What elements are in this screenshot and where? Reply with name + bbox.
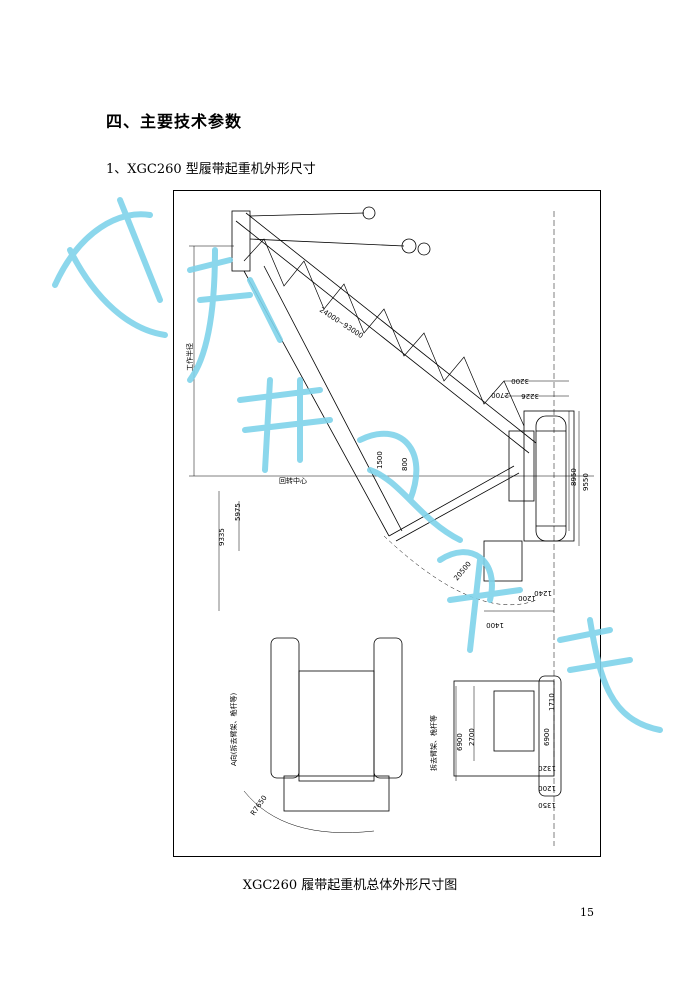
dim-1710: 1710 (548, 693, 556, 711)
dim-1200-b: 1200 (538, 784, 556, 792)
dim-1240: 1240 (534, 589, 552, 597)
dim-1350: 1350 (538, 801, 556, 809)
dim-6900-a: 6900 (456, 733, 464, 751)
dim-1320: 1320 (538, 764, 556, 772)
dim-1500: 1500 (376, 451, 384, 469)
section-heading: 四、主要技术参数 (106, 112, 243, 131)
view-side-label: 拆去臂架、桅杆等 (429, 715, 438, 771)
dim-3226: 3226 (521, 392, 539, 400)
figure-caption: XGC260 履带起重机总体外形尺寸图 (242, 878, 458, 893)
dim-1400: 1400 (486, 621, 504, 629)
dim-2700-b: 2700 (468, 728, 476, 746)
dim-9550: 9550 (582, 473, 590, 491)
working-radius-label: 工作半径 (185, 343, 194, 371)
dim-8950: 8950 (570, 468, 578, 486)
crane-dimension-drawing: 24000~93000 工作半径 回转中心 9335 5975 1500 800… (185, 206, 594, 846)
crane-drawing-frame: 24000~93000 工作半径 回转中心 9335 5975 1500 800… (173, 190, 601, 857)
dim-1200: 1200 (518, 594, 536, 602)
dim-800: 800 (401, 458, 409, 471)
radius-label: R7650 (249, 794, 269, 817)
dim-3200: 3200 (511, 377, 529, 385)
view-a-label: A向(拆去臂架、桅杆等) (229, 692, 238, 766)
slewing-center-label: 回转中心 (279, 476, 307, 485)
dim-20500: 20500 (452, 560, 472, 582)
figure-subheading: 1、XGC260 型履带起重机外形尺寸 (106, 162, 316, 177)
boom-length-label: 24000~93000 (318, 306, 365, 340)
page-number: 15 (580, 906, 594, 919)
dim-6900-b: 6900 (543, 728, 551, 746)
dim-9335: 9335 (218, 528, 226, 546)
dim-2700: 2700 (491, 391, 509, 399)
dim-5975: 5975 (234, 503, 242, 521)
